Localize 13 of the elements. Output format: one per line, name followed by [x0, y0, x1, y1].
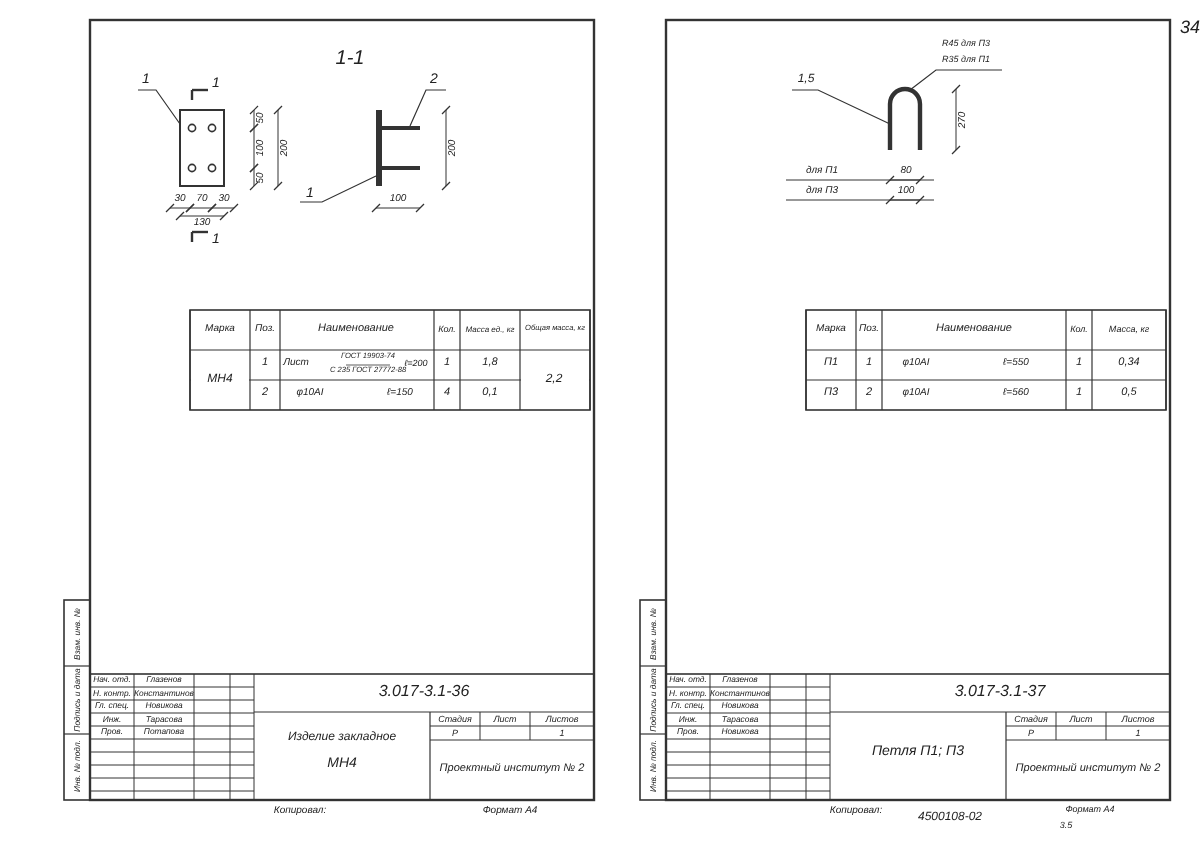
- plate-section: [376, 110, 382, 186]
- document-code: 3.017-3.1-37: [954, 684, 1046, 700]
- page-number: 34: [1180, 19, 1200, 37]
- leader-line: [409, 89, 447, 127]
- section-title: 1-1: [335, 50, 365, 70]
- leader-line: [137, 89, 181, 125]
- loop-drawing: [887, 86, 923, 150]
- leader-line: [909, 69, 1003, 91]
- plate-front-view: [179, 109, 225, 187]
- leader-line: [299, 175, 377, 203]
- anchor-bar: [382, 126, 420, 170]
- document-code: 3.017-3.1-36: [378, 684, 470, 700]
- leader-line: [791, 89, 891, 125]
